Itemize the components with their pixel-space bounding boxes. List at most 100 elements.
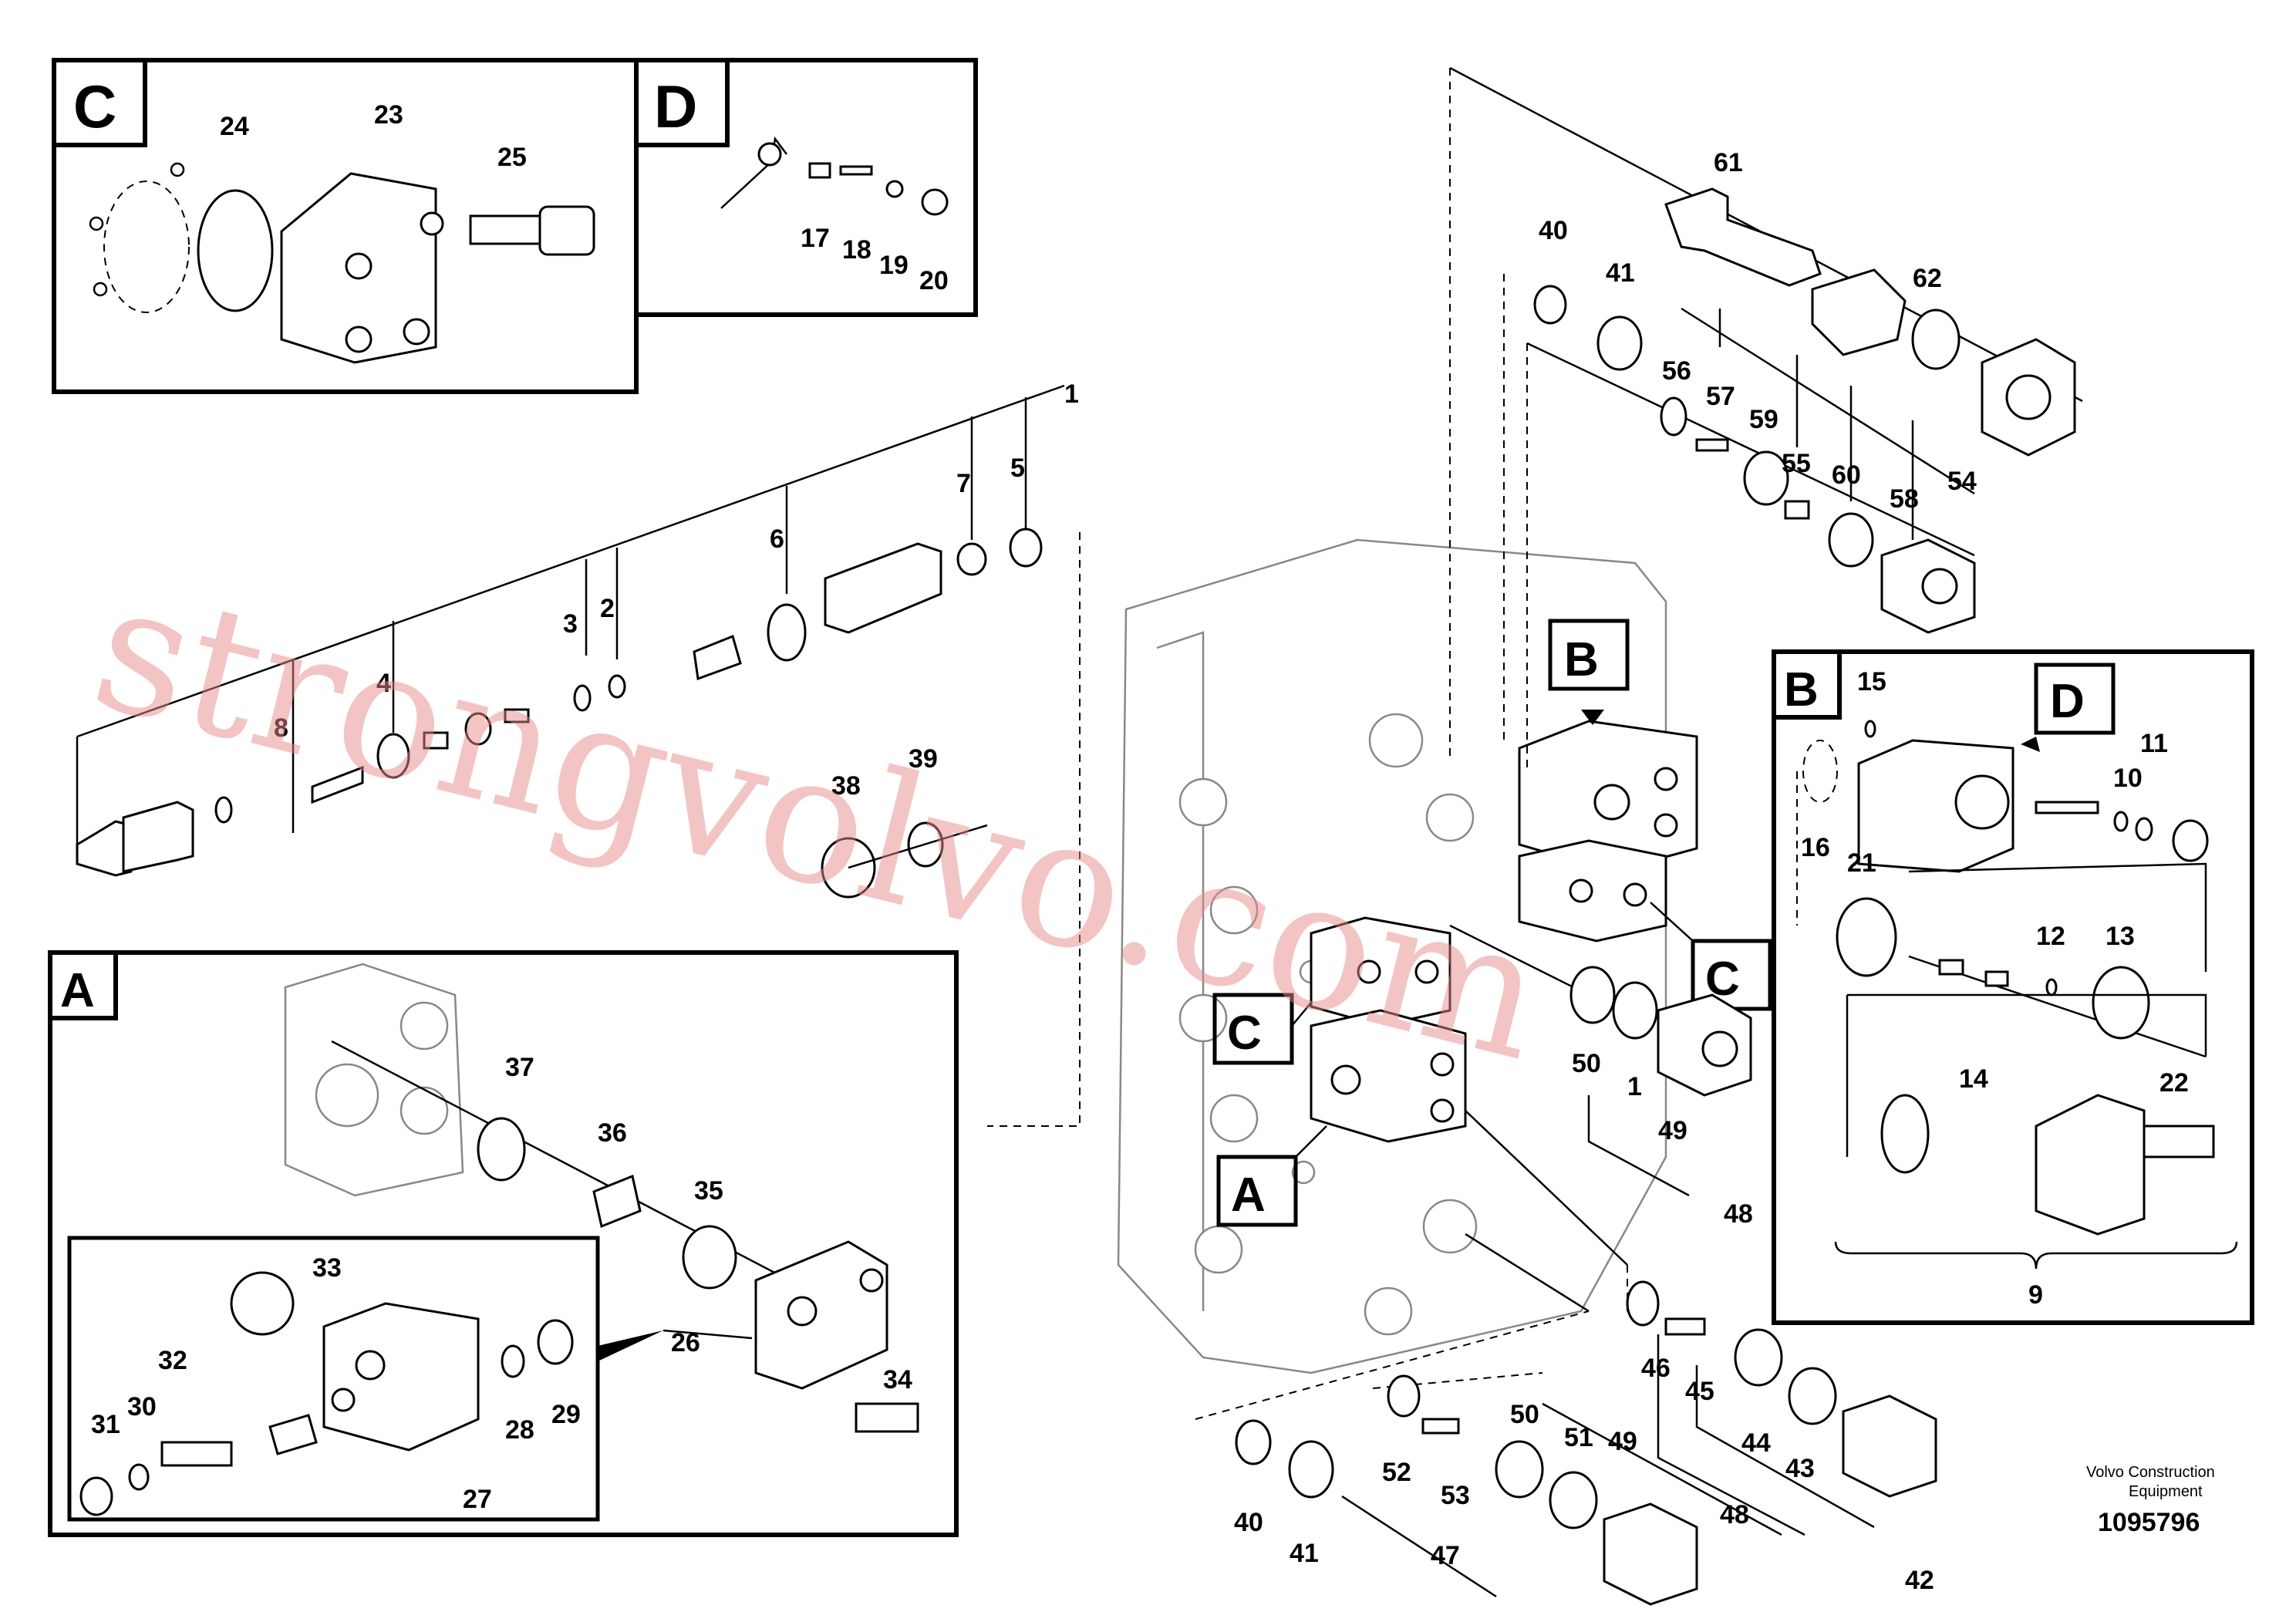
svg-text:A: A: [1231, 1168, 1266, 1222]
inner-block: [322, 1302, 480, 1452]
block-c-right: [1518, 839, 1667, 943]
label-46: 46: [1641, 1354, 1671, 1383]
label-40-lower: 40: [1234, 1508, 1263, 1537]
label-59: 59: [1749, 405, 1778, 434]
label-2: 2: [600, 594, 615, 623]
label-43: 43: [1785, 1454, 1815, 1483]
pin-17: [808, 162, 831, 179]
relief-valve-assembly: [1449, 66, 2083, 771]
plug-20: [921, 188, 949, 216]
plug-31: [79, 1476, 113, 1516]
label-48-lower: 48: [1720, 1500, 1749, 1529]
bolt-25: [469, 205, 595, 256]
label-21: 21: [1847, 848, 1876, 878]
label-15: 15: [1857, 667, 1886, 696]
label-6: 6: [770, 524, 784, 554]
o-ring-30: [128, 1463, 150, 1491]
label-13: 13: [2106, 922, 2135, 951]
washer-2: [608, 674, 626, 699]
label-40-upper: 40: [1539, 216, 1568, 245]
label-60: 60: [1832, 460, 1861, 490]
sleeve-14: [1880, 1094, 1930, 1174]
o-ring-24: [197, 189, 274, 312]
o-ring-40b: [1235, 1419, 1272, 1465]
label-26: 26: [671, 1328, 700, 1357]
o-ring-7: [956, 542, 987, 576]
sleeve-37: [477, 1117, 526, 1182]
label-51-upper: 1: [1627, 1072, 1642, 1101]
block-26: [754, 1240, 888, 1390]
detail-box-c: C: [52, 58, 639, 394]
label-12: 12: [2036, 922, 2065, 951]
callout-c-right: C: [1650, 902, 1772, 1011]
label-52: 52: [1382, 1458, 1411, 1487]
label-54: 54: [1947, 467, 1977, 496]
label-14: 14: [1959, 1064, 1988, 1094]
label-18: 18: [842, 235, 872, 265]
cover-plate-23: [280, 172, 444, 364]
label-33: 33: [312, 1253, 342, 1283]
plug-41: [1596, 315, 1643, 371]
lower-assemblies: [1195, 1110, 1937, 1606]
detail-box-a: A: [48, 950, 959, 1537]
block-b: [1518, 720, 1698, 873]
manufacturer-line-2: Equipment: [2129, 1483, 2203, 1500]
spring-18: [839, 165, 873, 176]
plug-29: [537, 1319, 574, 1365]
label-20: 20: [919, 266, 949, 295]
label-61: 61: [1714, 148, 1743, 177]
label-58: 58: [1890, 484, 1919, 514]
callout-c-left: C: [1212, 993, 1312, 1065]
label-29: 29: [551, 1400, 581, 1429]
label-9: 9: [2028, 1280, 2043, 1310]
spool-assembly-1: [76, 384, 1081, 1127]
svg-text:C: C: [1227, 1007, 1262, 1060]
plug-38-assembly: [821, 821, 988, 899]
o-ring-62: [1911, 309, 1961, 370]
detail-box-b: B D: [1772, 649, 2254, 1325]
label-22: 22: [2159, 1068, 2189, 1098]
label-53: 53: [1441, 1481, 1470, 1510]
label-49-upper: 49: [1658, 1116, 1687, 1145]
label-38: 38: [831, 771, 861, 801]
label-23: 23: [374, 100, 403, 130]
label-25: 25: [497, 143, 527, 172]
svg-text:B: B: [1784, 663, 1819, 717]
spring-8: [311, 765, 364, 804]
label-28: 28: [505, 1415, 534, 1445]
label-19: 19: [879, 251, 909, 280]
label-50-lower: 50: [1510, 1400, 1539, 1429]
callout-b: B: [1548, 619, 1630, 725]
label-4: 4: [376, 669, 391, 698]
spring-13: [2092, 966, 2150, 1040]
label-48-upper: 48: [1724, 1199, 1753, 1229]
label-62: 62: [1913, 264, 1942, 293]
svg-text:D: D: [2050, 675, 2085, 728]
label-51-lower: 51: [1564, 1423, 1593, 1452]
spool: [160, 1441, 233, 1467]
plug-41b: [1288, 1440, 1334, 1499]
spring-36: [592, 1174, 642, 1229]
detail-box-d-letter: D: [654, 73, 697, 140]
label-57: 57: [1706, 382, 1735, 411]
label-35: 35: [694, 1176, 723, 1206]
label-41-lower: 41: [1290, 1539, 1319, 1568]
label-1: 1: [1064, 379, 1079, 409]
sleeve: [693, 634, 742, 681]
label-16: 16: [1801, 833, 1830, 862]
spring-35: [682, 1225, 737, 1290]
block-c-left: [1310, 916, 1451, 1027]
o-ring-6: [767, 603, 807, 662]
o-ring-3: [573, 684, 592, 712]
label-37: 37: [505, 1053, 534, 1082]
label-7: 7: [956, 469, 971, 498]
label-11: 11: [2140, 729, 2168, 758]
footer-credit: Volvo Construction Equipment 1095796: [2086, 1464, 2215, 1537]
block-b-detail: [1857, 739, 2014, 873]
spring-21: [1836, 897, 1897, 977]
block-9: [2035, 1094, 2146, 1236]
o-ring-40: [1533, 285, 1567, 325]
label-10: 10: [2113, 764, 2143, 793]
valve-cartridge: [824, 542, 942, 634]
